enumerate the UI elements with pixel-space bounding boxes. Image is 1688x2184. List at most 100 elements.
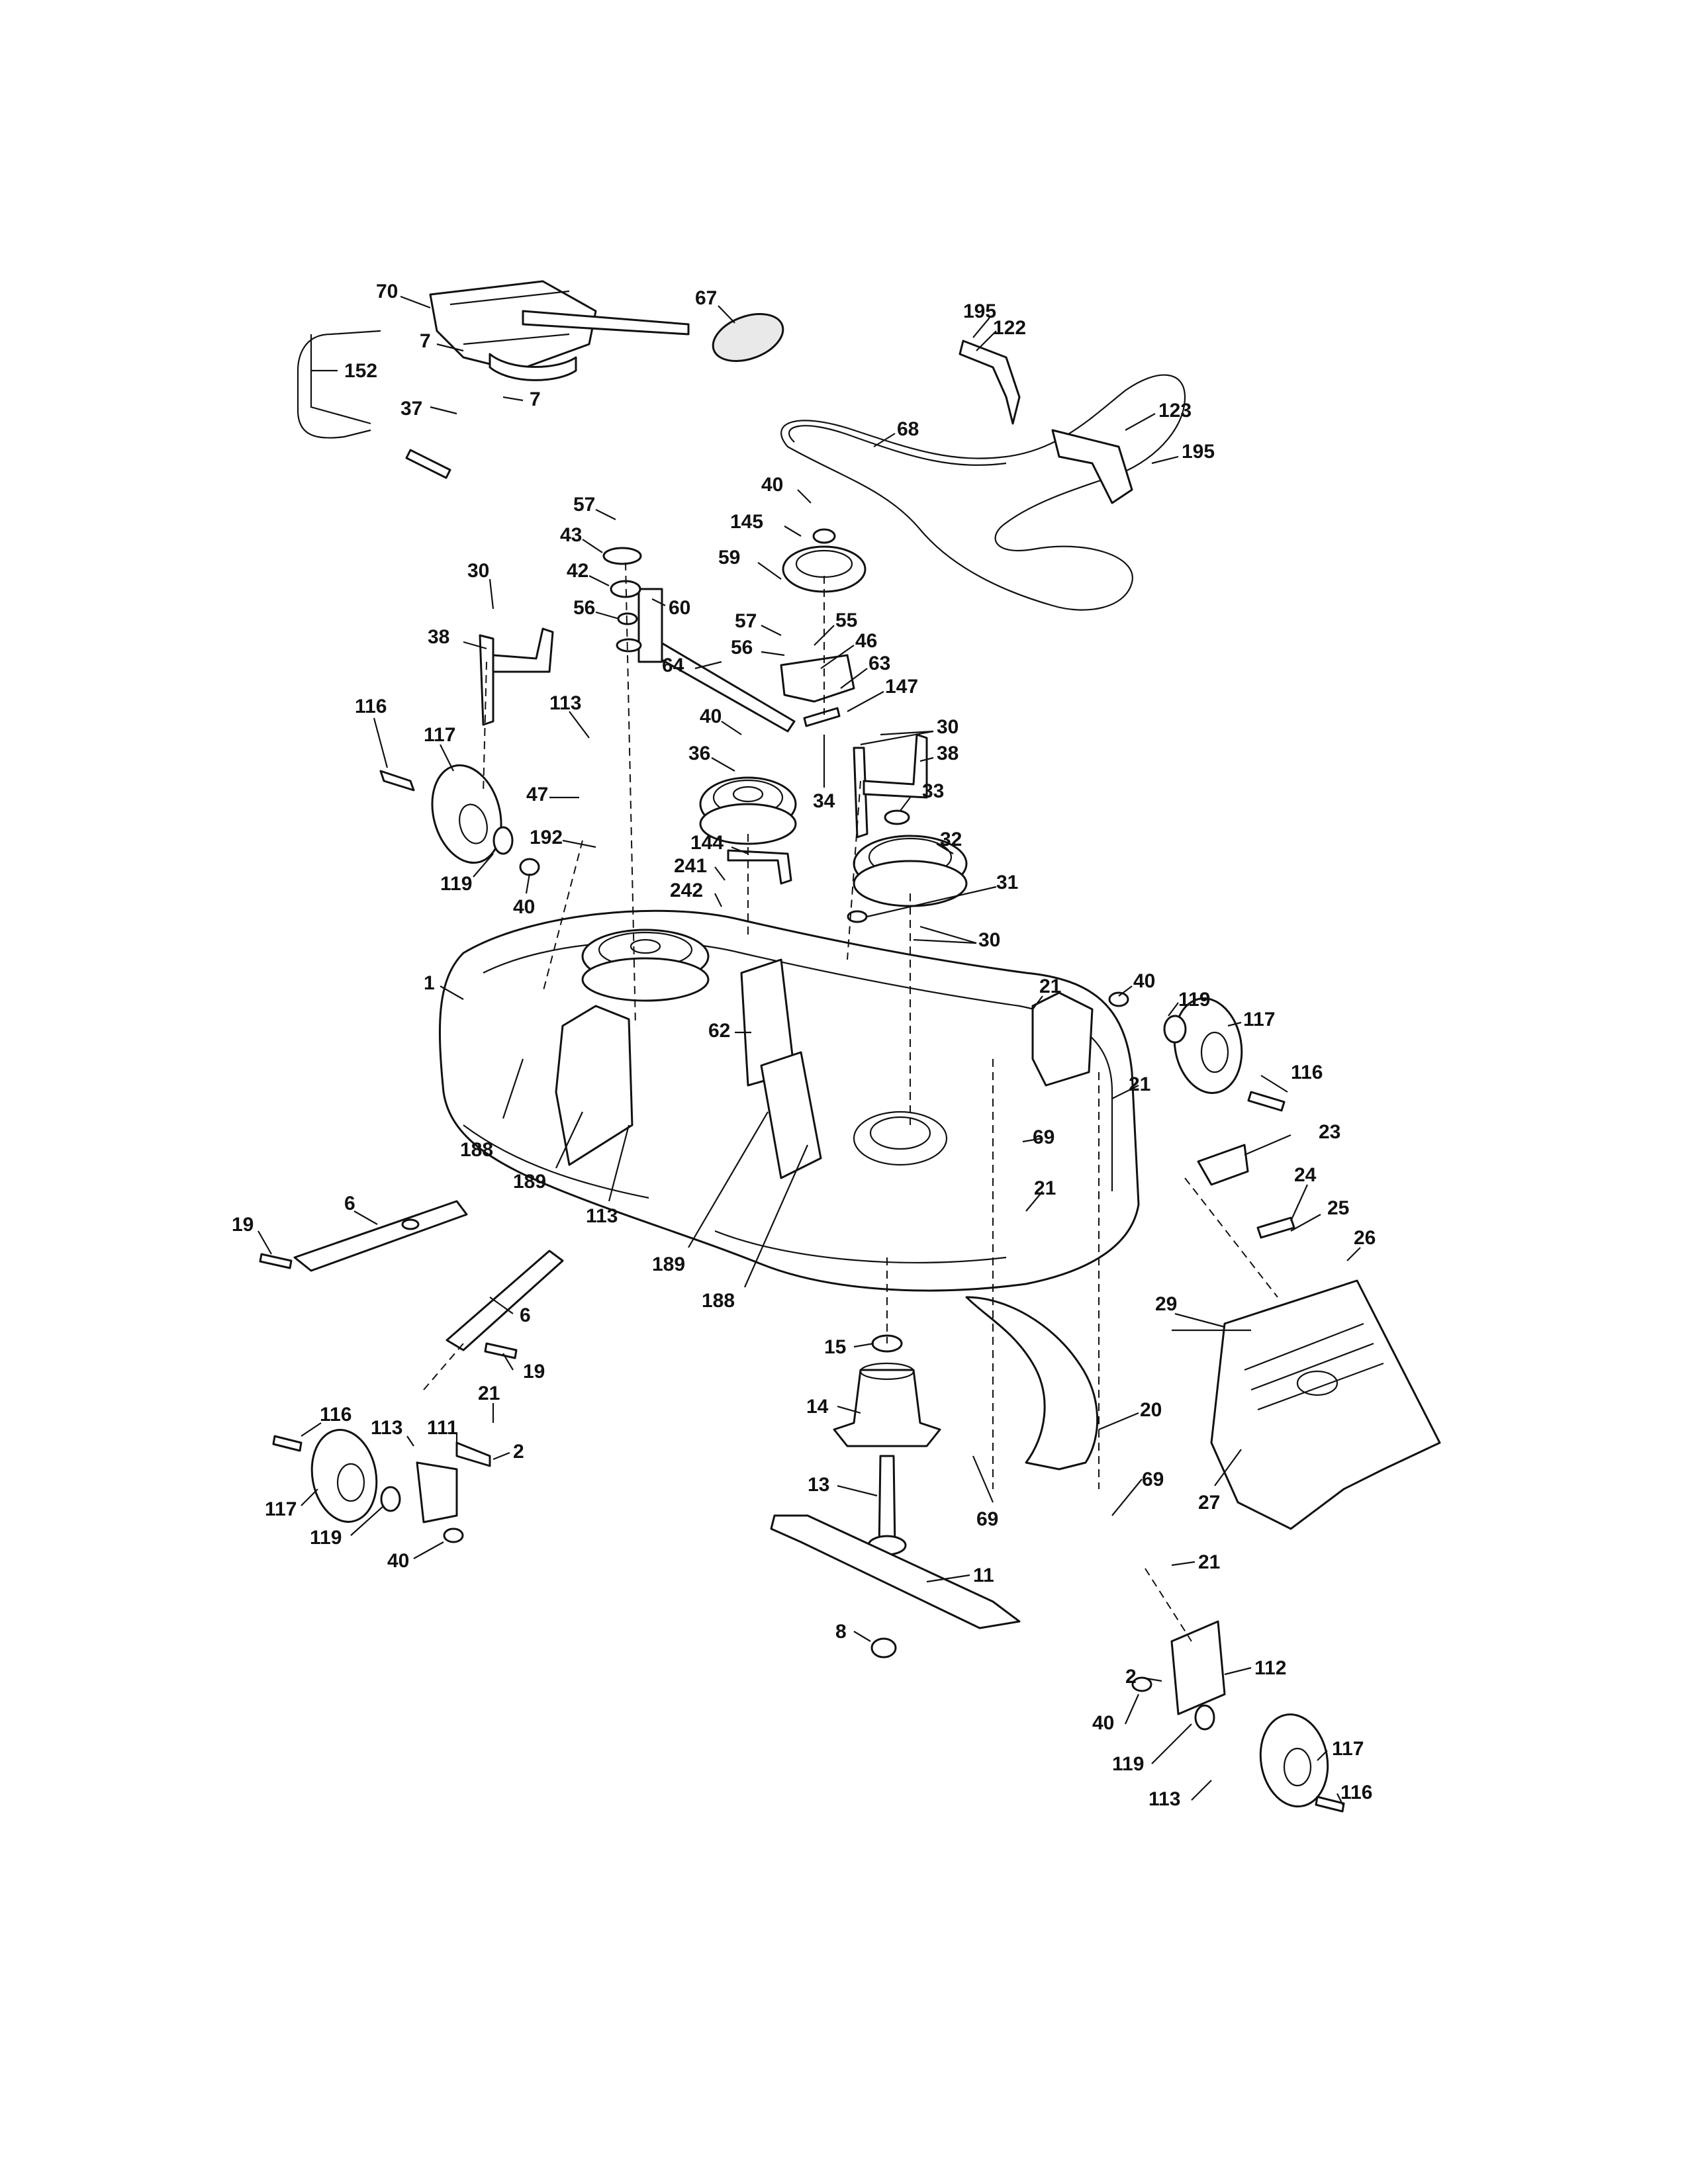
callout-42: 42 bbox=[567, 560, 588, 582]
callout-189: 189 bbox=[513, 1171, 546, 1193]
callout-68: 68 bbox=[897, 418, 919, 440]
callout-21: 21 bbox=[1129, 1073, 1150, 1095]
callout-116: 116 bbox=[355, 696, 387, 717]
callout-116: 116 bbox=[1340, 1782, 1372, 1803]
mower-blade bbox=[770, 1514, 1021, 1629]
callout-25: 25 bbox=[1327, 1197, 1349, 1219]
callout-145: 145 bbox=[730, 511, 763, 533]
callout-111: 111 bbox=[427, 1417, 458, 1439]
cable-spring bbox=[405, 449, 451, 479]
callout-24: 24 bbox=[1294, 1164, 1317, 1186]
callout-40: 40 bbox=[700, 705, 722, 727]
callout-195: 195 bbox=[963, 300, 996, 322]
callout-116: 116 bbox=[1291, 1062, 1323, 1083]
callout-119: 119 bbox=[1112, 1753, 1144, 1775]
callout-242: 242 bbox=[670, 880, 703, 901]
callout-188: 188 bbox=[702, 1290, 735, 1312]
callout-64: 64 bbox=[662, 655, 684, 676]
callout-19: 19 bbox=[523, 1361, 545, 1383]
gauge-wheel-upper-left bbox=[431, 764, 502, 864]
callout-6: 6 bbox=[344, 1193, 355, 1214]
lift-bracket-assembly bbox=[429, 280, 690, 381]
callout-113: 113 bbox=[1149, 1788, 1180, 1810]
callout-38: 38 bbox=[937, 743, 959, 764]
callout-30: 30 bbox=[467, 560, 489, 582]
callout-117: 117 bbox=[265, 1498, 297, 1520]
callout-13: 13 bbox=[808, 1474, 829, 1496]
nut-33 bbox=[884, 809, 910, 825]
callout-188: 188 bbox=[460, 1139, 493, 1161]
spindle-shaft-13 bbox=[878, 1455, 896, 1550]
wheel-bracket-112 bbox=[1170, 1620, 1226, 1715]
assembly-lines bbox=[423, 562, 1278, 1642]
bracket-38-right bbox=[853, 747, 868, 839]
callout-7: 7 bbox=[420, 330, 431, 352]
callout-144: 144 bbox=[690, 832, 724, 854]
callout-147: 147 bbox=[885, 676, 918, 698]
callout-116: 116 bbox=[320, 1404, 352, 1426]
callout-21: 21 bbox=[1039, 976, 1061, 997]
deck-hanger-left bbox=[555, 1005, 633, 1166]
callout-57: 57 bbox=[573, 494, 595, 516]
parts-layer bbox=[259, 280, 1441, 1813]
wheel-bracket-111 bbox=[416, 1461, 458, 1524]
leader-lines bbox=[258, 295, 1361, 1807]
callout-62: 62 bbox=[708, 1020, 730, 1042]
arm-6-upper bbox=[293, 1200, 468, 1272]
bracket-144 bbox=[727, 849, 792, 885]
callout-15: 15 bbox=[824, 1336, 846, 1358]
callout-63: 63 bbox=[868, 653, 890, 674]
callout-189: 189 bbox=[652, 1253, 685, 1275]
callout-31: 31 bbox=[996, 872, 1018, 893]
callout-47: 47 bbox=[526, 784, 548, 805]
callout-1: 1 bbox=[424, 972, 435, 994]
callout-113: 113 bbox=[549, 692, 581, 714]
discharge-chute bbox=[1210, 1279, 1441, 1530]
callout-30: 30 bbox=[937, 716, 959, 738]
spring-147 bbox=[803, 707, 841, 727]
callout-122: 122 bbox=[993, 317, 1026, 339]
callout-56: 56 bbox=[731, 637, 753, 659]
callout-59: 59 bbox=[718, 547, 740, 569]
callout-27: 27 bbox=[1198, 1492, 1220, 1514]
spindle-opening-right bbox=[853, 1111, 948, 1166]
arm-6-lower bbox=[445, 1250, 564, 1351]
control-knob bbox=[712, 313, 784, 362]
callout-113: 113 bbox=[371, 1417, 402, 1439]
callout-30: 30 bbox=[978, 929, 1000, 951]
callout-33: 33 bbox=[922, 780, 944, 802]
idler-bracket bbox=[780, 654, 855, 703]
callout-60: 60 bbox=[669, 597, 690, 619]
callout-112: 112 bbox=[1254, 1657, 1286, 1679]
blade-bolt-8 bbox=[870, 1637, 897, 1659]
callout-29: 29 bbox=[1155, 1293, 1177, 1315]
callout-40: 40 bbox=[761, 474, 783, 496]
callout-117: 117 bbox=[1243, 1009, 1275, 1030]
callout-69: 69 bbox=[976, 1508, 998, 1530]
gauge-wheel-right bbox=[1173, 997, 1243, 1094]
callout-123: 123 bbox=[1158, 400, 1192, 422]
callout-7: 7 bbox=[530, 388, 541, 410]
callout-34: 34 bbox=[813, 790, 835, 812]
callout-119: 119 bbox=[1178, 989, 1210, 1011]
belt-guide-123 bbox=[1051, 429, 1133, 504]
callout-36: 36 bbox=[688, 743, 710, 764]
callout-43: 43 bbox=[560, 524, 582, 546]
belt-guide-122 bbox=[959, 340, 1021, 425]
callout-21: 21 bbox=[1198, 1551, 1220, 1573]
callout-23: 23 bbox=[1319, 1121, 1340, 1143]
lift-cable bbox=[297, 330, 381, 439]
callout-21: 21 bbox=[1034, 1177, 1056, 1199]
callout-20: 20 bbox=[1140, 1399, 1162, 1421]
callout-69: 69 bbox=[1033, 1126, 1055, 1148]
deck-bracket-right bbox=[1031, 991, 1094, 1087]
callout-11: 11 bbox=[973, 1565, 994, 1586]
callout-55: 55 bbox=[835, 610, 857, 631]
callout-37: 37 bbox=[400, 398, 422, 420]
callout-192: 192 bbox=[530, 827, 563, 848]
callout-26: 26 bbox=[1354, 1227, 1376, 1249]
callout-40: 40 bbox=[513, 896, 535, 918]
callout-21: 21 bbox=[478, 1383, 500, 1404]
callout-56: 56 bbox=[573, 597, 595, 619]
